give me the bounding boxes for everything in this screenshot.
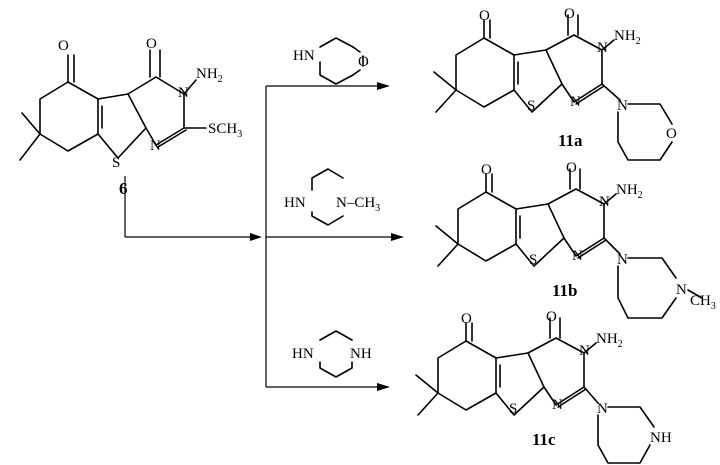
compound-label-6: 6 — [119, 179, 128, 198]
reagent-methylpiperazine-hn: HN — [284, 195, 306, 211]
atom-o-morpholine-11a: O — [666, 126, 677, 142]
label-ch3-11b: CH3 — [690, 293, 716, 312]
atom-n-piperazine-11b-b: N — [676, 282, 687, 298]
label-nh2-6: NH2 — [196, 66, 223, 85]
atom-n-piperazine-11b-a: N — [617, 252, 628, 268]
reagent-morpholine-o: O — [358, 54, 369, 70]
product-11a-structure — [433, 14, 673, 161]
atom-s-11c: S — [509, 401, 517, 417]
atom-s-6: S — [112, 155, 120, 171]
atom-o-6b: O — [146, 36, 157, 52]
atom-n-morpholine-11a: N — [617, 98, 628, 114]
atom-n-11c-b: N — [579, 343, 590, 359]
atom-o-11b-b: O — [566, 160, 577, 176]
label-nh2-11a: NH2 — [614, 28, 641, 47]
compound-6-structure — [19, 49, 207, 161]
label-nh2-11c: NH2 — [596, 331, 623, 350]
atom-o-11c-b: O — [546, 309, 557, 325]
atom-s-11a: S — [527, 98, 535, 114]
reagent-piperazine-hn: HN — [292, 346, 314, 362]
atom-s-11b: S — [529, 252, 537, 268]
product-11b-structure — [435, 168, 703, 319]
atom-nh-piperazine-11c: NH — [650, 430, 672, 446]
atom-n-6b: N — [178, 85, 189, 101]
atom-o-11c-a: O — [461, 311, 472, 327]
reagent-morpholine — [319, 37, 364, 85]
atom-o-6a: O — [58, 38, 69, 54]
reaction-arrows — [124, 82, 404, 391]
atom-n-6a: N — [150, 138, 161, 154]
atom-n-11b-b: N — [599, 194, 610, 210]
reagent-methylpiperazine-n-ch3: N–CH3 — [336, 195, 380, 214]
reagent-piperazine — [319, 330, 353, 378]
atom-n-11a-a: N — [570, 94, 581, 110]
atom-o-11a-a: O — [479, 8, 490, 24]
atom-n-piperazine-11c: N — [597, 401, 608, 417]
atom-o-11b-a: O — [481, 162, 492, 178]
label-nh2-11b: NH2 — [616, 182, 643, 201]
reagent-morpholine-nh: HN — [293, 48, 315, 64]
product-11c-structure — [415, 317, 655, 464]
atom-o-11a-b: O — [564, 6, 575, 22]
atom-n-11c-a: N — [552, 397, 563, 413]
reagent-piperazine-nh: NH — [350, 346, 372, 362]
label-sch3-6: SCH3 — [208, 121, 242, 140]
reagent-n-methylpiperazine — [311, 168, 344, 226]
compound-label-11a: 11a — [558, 131, 583, 150]
compound-label-11c: 11c — [532, 430, 556, 449]
compound-label-11b: 11b — [552, 281, 578, 300]
atom-n-11b-a: N — [572, 248, 583, 264]
atom-n-11a-b: N — [597, 40, 608, 56]
